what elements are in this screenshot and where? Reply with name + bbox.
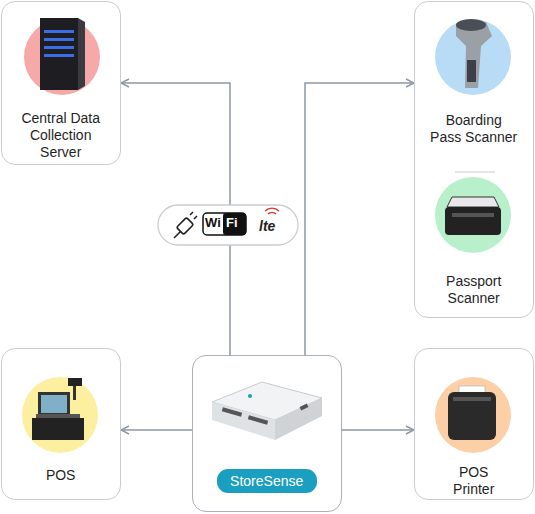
device-box: POS — [1, 348, 121, 500]
device-label: POS Printer — [444, 464, 504, 498]
server-tower — [40, 18, 78, 90]
signal-arc — [268, 212, 276, 214]
divider-line — [455, 171, 495, 172]
server-bay — [44, 30, 74, 33]
server-bay — [44, 54, 74, 57]
connector-arrow — [121, 83, 230, 355]
scanner-glass — [447, 197, 499, 207]
icon-circle — [435, 177, 511, 253]
pos-screen — [38, 392, 70, 416]
wifi-logo-frame — [203, 213, 246, 235]
barcode-scanner — [456, 22, 492, 88]
pos-keyboard — [36, 414, 80, 418]
icon-circle — [24, 19, 100, 95]
icon-circle — [435, 19, 511, 95]
icon-circle — [22, 377, 98, 453]
receipt-paper — [459, 386, 485, 396]
device-side — [275, 398, 322, 440]
pos-printer — [448, 392, 496, 440]
plug-pin — [194, 216, 197, 219]
device-logo — [248, 394, 252, 398]
scanner-slot — [452, 213, 494, 217]
device-port — [222, 407, 242, 416]
signal-arc — [265, 208, 279, 211]
device-port — [300, 403, 309, 410]
device-label: Boarding Pass Scanner — [430, 112, 518, 146]
name-badge: StoreSense — [217, 469, 317, 493]
printer-slot — [453, 397, 491, 401]
connectivity-text: Fi — [226, 215, 238, 230]
pole — [73, 386, 76, 400]
pole-display — [68, 378, 82, 386]
icon-circle — [435, 377, 511, 453]
server-side — [78, 18, 85, 90]
pos-display — [41, 395, 67, 413]
passport-scanner — [445, 207, 501, 235]
connectivity-text: lte — [259, 218, 275, 234]
device-front — [212, 402, 275, 440]
device-label: POS — [11, 467, 111, 484]
device-top — [212, 382, 322, 420]
connectivity-pill — [158, 205, 298, 245]
hub-box: StoreSense — [192, 355, 342, 512]
connector-arrow — [342, 429, 414, 431]
plug-body — [177, 218, 194, 235]
scanner-head — [456, 19, 486, 31]
device-box: POS Printer — [414, 348, 534, 500]
connectivity-text: Wi — [205, 215, 221, 230]
ethernet-plug-icon — [174, 212, 197, 238]
scanner-grip — [467, 60, 476, 82]
device-port — [248, 415, 268, 424]
device-label: Central Data Collection Server — [11, 110, 111, 161]
connector-arrow — [121, 429, 192, 431]
server-bay — [44, 46, 74, 49]
connector-arrow — [305, 83, 414, 355]
wifi-logo-box — [223, 213, 246, 235]
server-bay — [44, 38, 74, 41]
device-label: Passport Scanner — [429, 273, 519, 307]
cash-drawer — [32, 418, 84, 440]
device-box: Central Data Collection Server — [1, 1, 121, 165]
plug-pin — [190, 212, 193, 215]
plug-cable — [174, 231, 181, 238]
device-box: Boarding Pass ScannerPassport Scanner — [414, 1, 534, 318]
